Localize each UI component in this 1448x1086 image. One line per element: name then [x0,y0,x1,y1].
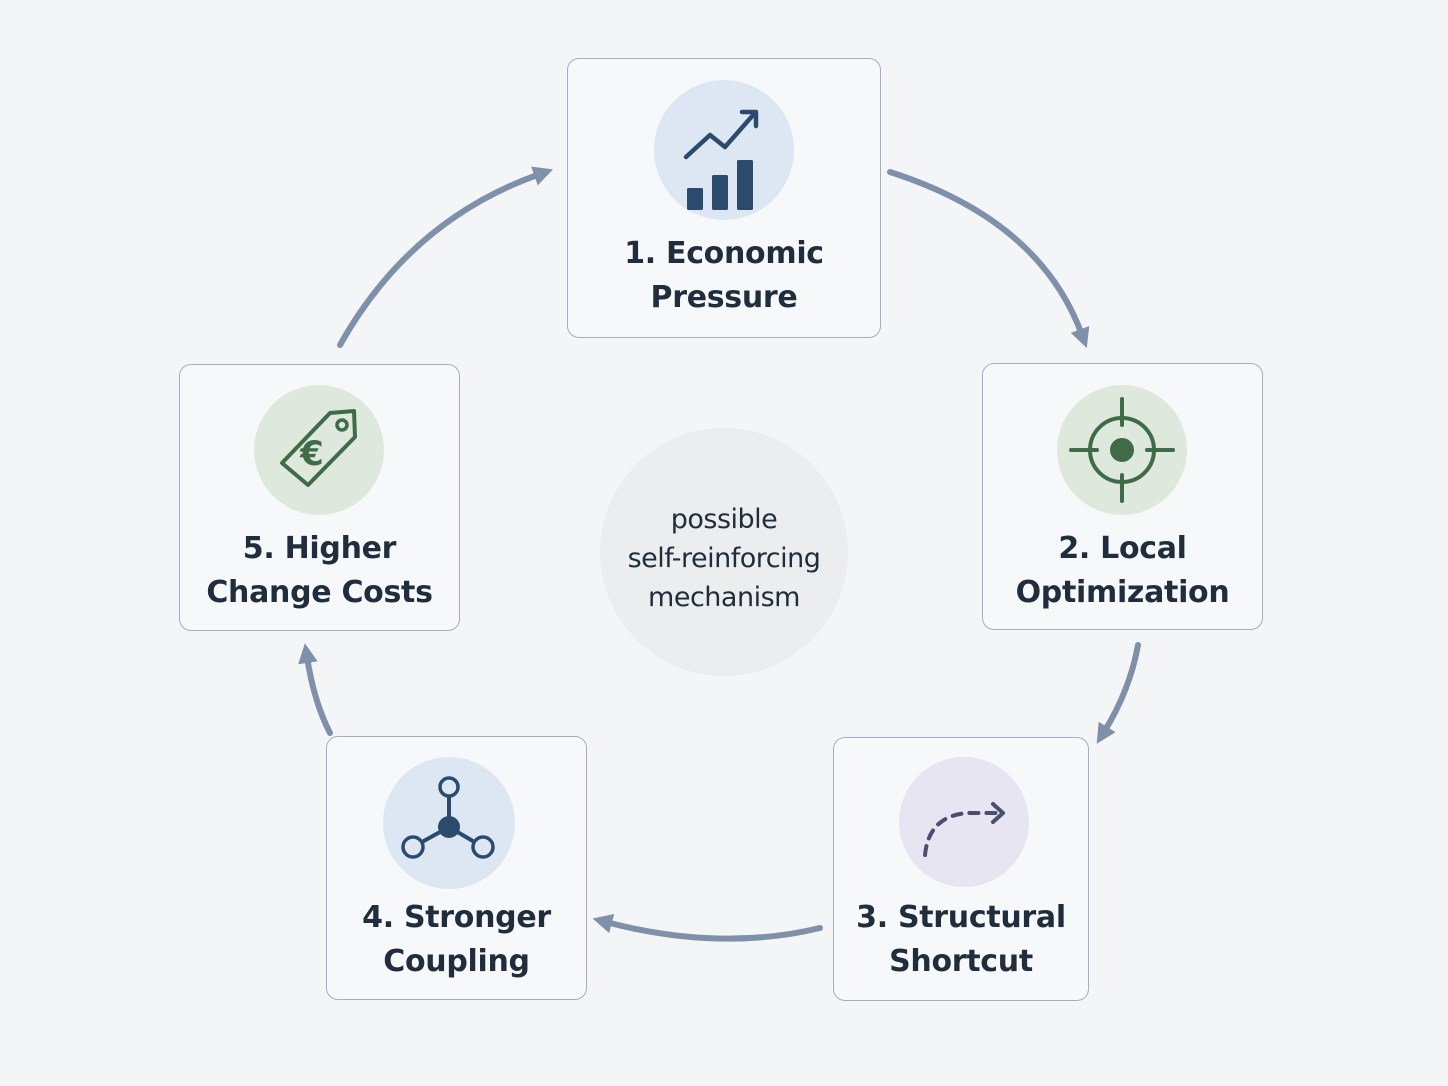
center-mechanism-circle: possible self-reinforcing mechanism [600,428,848,676]
connected-nodes-icon [401,776,495,859]
center-label-line: mechanism [648,582,800,613]
center-label-line: possible [670,504,778,535]
step-label-line: 3. Structural [856,900,1066,935]
step-label: 3. Structural Shortcut [834,896,1088,984]
icon-badge [654,80,794,220]
icon-badge [1057,385,1187,515]
center-label-line: self-reinforcing [627,543,821,574]
step-card-higher-change-costs: € 5. Higher Change Costs [179,364,460,631]
icon-badge: € [254,385,384,515]
step-label-line: Coupling [383,944,530,979]
step-label: 4. Stronger Coupling [327,896,586,984]
step-label: 5. Higher Change Costs [180,527,459,615]
icon-badge [383,757,515,889]
arrow-1-to-2 [887,169,1090,349]
arrow-3-to-4 [592,913,823,942]
step-label-line: Optimization [1015,575,1230,610]
arrow-2-to-3 [1096,642,1141,744]
icon-badge [899,757,1029,887]
step-label-line: 5. Higher [242,531,397,566]
step-label-line: Change Costs [206,575,433,610]
svg-text:€: € [299,434,324,474]
crosshair-target-icon [1069,397,1175,503]
arrow-4-to-5 [298,643,333,736]
step-card-structural-shortcut: 3. Structural Shortcut [833,737,1089,1001]
dashed-shortcut-arrow-icon [923,802,1005,857]
step-label: 1. Economic Pressure [568,232,880,320]
step-label-line: Shortcut [889,944,1033,979]
center-label: possible self-reinforcing mechanism [600,500,848,617]
step-label-line: Pressure [650,280,798,315]
step-label-line: 2. Local [1058,531,1187,566]
bar-chart-trend-icon [683,109,759,210]
euro-price-tag-icon: € [280,409,357,487]
step-card-stronger-coupling: 4. Stronger Coupling [326,736,587,1000]
step-label-line: 4. Stronger [362,900,551,935]
step-card-local-optimization: 2. Local Optimization [982,363,1263,630]
step-label: 2. Local Optimization [983,527,1262,615]
step-label-line: 1. Economic [624,236,824,271]
arrow-5-to-1 [337,166,554,348]
step-card-economic-pressure: 1. Economic Pressure [567,58,881,338]
